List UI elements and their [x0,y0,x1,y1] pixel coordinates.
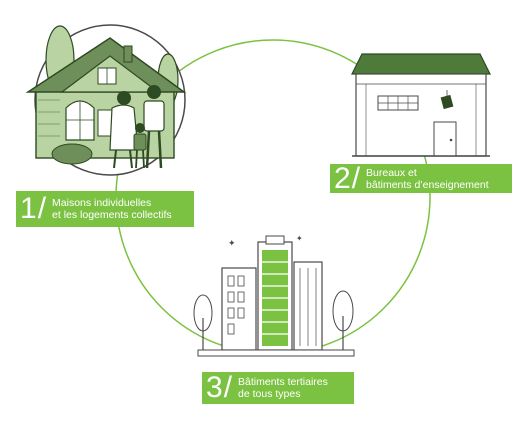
item-3-line1: Bâtiments tertiaires [238,376,328,388]
item-3-text: Bâtiments tertiaires de tous types [238,376,328,400]
item-3-number: 3 [206,371,223,404]
svg-text:✦: ✦ [228,239,236,249]
item-2-slash: / [351,161,361,195]
item-2-line2: bâtiments d’enseignement [366,178,489,191]
item-3-slash: / [223,371,233,404]
item-1-text: Maisons individuelles et les logements c… [52,197,172,221]
house-family-icon [25,24,187,176]
item-3-line2: de tous types [238,388,301,400]
item-2-line1: Bureaux et [366,166,417,179]
item-2-label: 2 / Bureaux et bâtiments d’enseignement [330,161,512,195]
family-figures [109,85,165,169]
item-1-line1: Maisons individuelles [52,197,152,209]
item-2-text: Bureaux et bâtiments d’enseignement [366,167,489,191]
item-3-label: 3 / Bâtiments tertiaires de tous types [202,372,354,404]
item-1-slash: / [37,192,47,225]
city-buildings-icon: ✦ ✦ [193,234,355,357]
item-2-number: 2 [334,161,351,195]
item-1-label: 1 / Maisons individuelles et les logemen… [16,191,194,227]
item-1-line2: et les logements collectifs [52,209,172,221]
shop-building-icon [351,53,491,157]
svg-text:✦: ✦ [296,234,303,243]
item-1-number: 1 [20,192,37,225]
